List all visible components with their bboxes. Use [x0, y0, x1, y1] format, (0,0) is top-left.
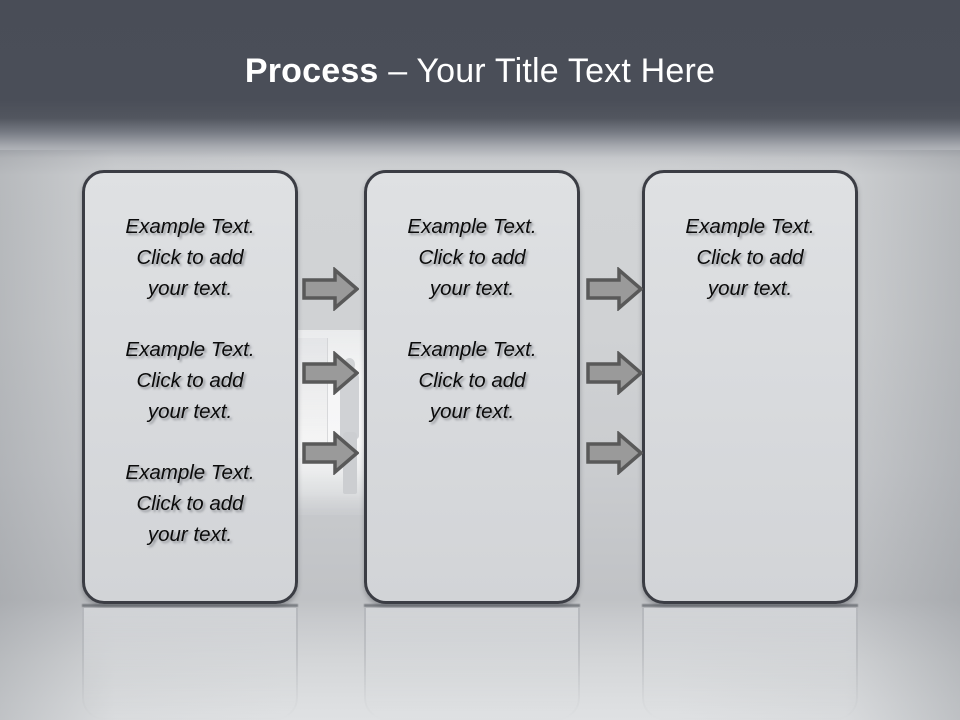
process-box-3-base-shadow [642, 604, 858, 607]
right-block-arrow-icon-2-2[interactable] [586, 351, 643, 395]
page-title-strong: Process [244, 52, 379, 90]
process-box-1-reflection [82, 608, 298, 720]
photo-door [297, 338, 328, 458]
process-box-2-text-2[interactable]: Example Text. Click to add your text. [407, 338, 537, 423]
right-block-arrow-icon-1-3[interactable] [302, 431, 359, 475]
right-block-arrow-icon-1-1[interactable] [302, 267, 359, 311]
process-box-2-content: Example Text. Click to add your text. Ex… [367, 173, 577, 427]
process-box-1[interactable]: Example Text. Click to add your text. Ex… [82, 170, 298, 604]
right-block-arrow-icon-2-1[interactable] [586, 267, 643, 311]
right-block-arrow-icon-1-2[interactable] [302, 351, 359, 395]
process-box-2-reflection [364, 608, 580, 720]
process-box-3-reflection [642, 608, 858, 720]
process-box-1-content: Example Text. Click to add your text. Ex… [85, 173, 295, 550]
process-box-1-base-shadow [82, 604, 298, 607]
process-box-1-text-1[interactable]: Example Text. Click to add your text. [125, 215, 255, 300]
process-box-1-text-2[interactable]: Example Text. Click to add your text. [125, 338, 255, 423]
process-box-3[interactable]: Example Text. Click to add your text. [642, 170, 858, 604]
process-box-3-text-1[interactable]: Example Text. Click to add your text. [685, 215, 815, 300]
process-box-2[interactable]: Example Text. Click to add your text. Ex… [364, 170, 580, 604]
process-box-1-text-3[interactable]: Example Text. Click to add your text. [125, 461, 255, 546]
photo-floor [295, 473, 375, 515]
right-block-arrow-icon-2-3[interactable] [586, 431, 643, 475]
photo-person-body [340, 369, 359, 439]
process-box-2-base-shadow [364, 604, 580, 607]
page-title-rest: – Your Title Text Here [378, 52, 716, 90]
page-title: Process – Your Title Text Here [0, 50, 960, 92]
process-box-2-text-1[interactable]: Example Text. Click to add your text. [407, 215, 537, 300]
process-box-3-content: Example Text. Click to add your text. [645, 173, 855, 304]
